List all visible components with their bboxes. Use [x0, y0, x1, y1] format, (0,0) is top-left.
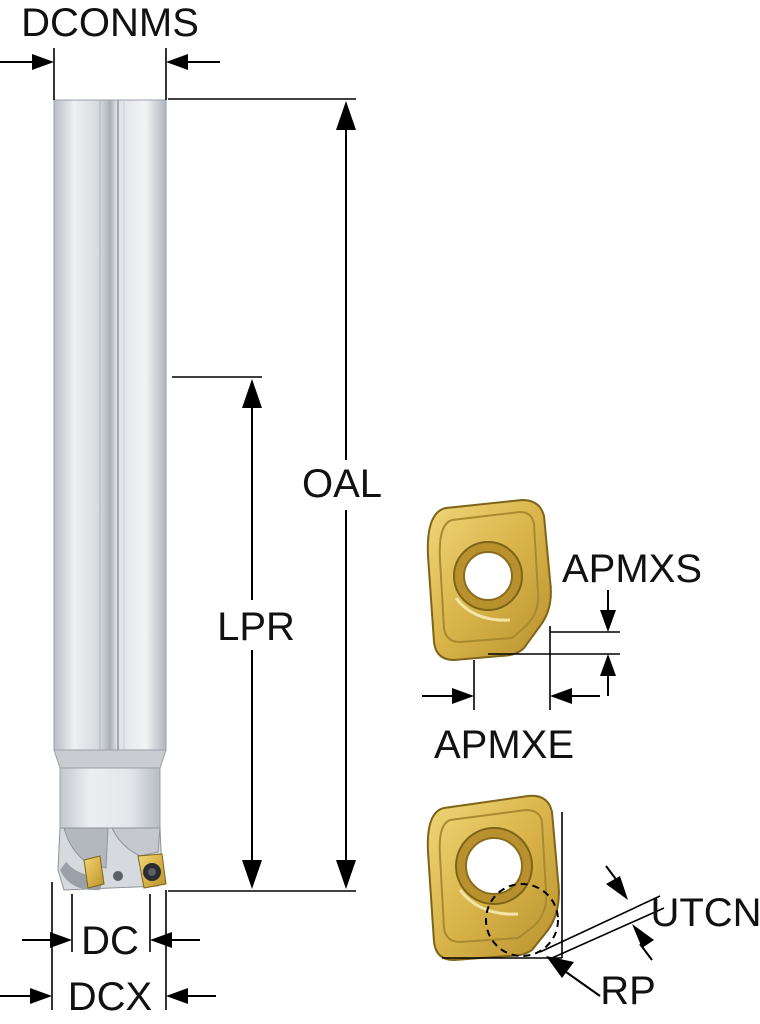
dim-dcx: DCX: [0, 882, 216, 1019]
insert-top: [426, 498, 552, 662]
corner-radius-circle: [485, 883, 559, 957]
dim-lpr: LPR: [172, 376, 295, 889]
dim-utcn: UTCN: [442, 812, 760, 961]
insert-bottom: [426, 794, 560, 962]
label-apmxe: APMXE: [434, 723, 574, 767]
shank: [53, 99, 167, 751]
label-utcn: UTCN: [650, 891, 760, 935]
label-rp: RP: [600, 969, 656, 1013]
label-lpr: LPR: [217, 605, 295, 649]
neck: [59, 767, 161, 829]
dim-apmxs: APMXS: [488, 547, 702, 696]
label-apmxs: APMXS: [562, 547, 702, 591]
label-dconms: DCONMS: [21, 1, 199, 45]
dim-dconms: DCONMS: [0, 1, 220, 100]
shank-taper: [53, 749, 167, 769]
cutter-body: [53, 99, 167, 891]
dim-apmxe: APMXE: [422, 626, 600, 767]
dim-dc: DC: [22, 894, 200, 963]
label-oal: OAL: [302, 462, 382, 506]
dim-oal: OAL: [168, 98, 382, 892]
dim-rp: RP: [546, 956, 656, 1013]
tip-insert-left: [83, 855, 105, 889]
label-dc: DC: [81, 919, 139, 963]
label-dcx: DCX: [68, 975, 152, 1019]
